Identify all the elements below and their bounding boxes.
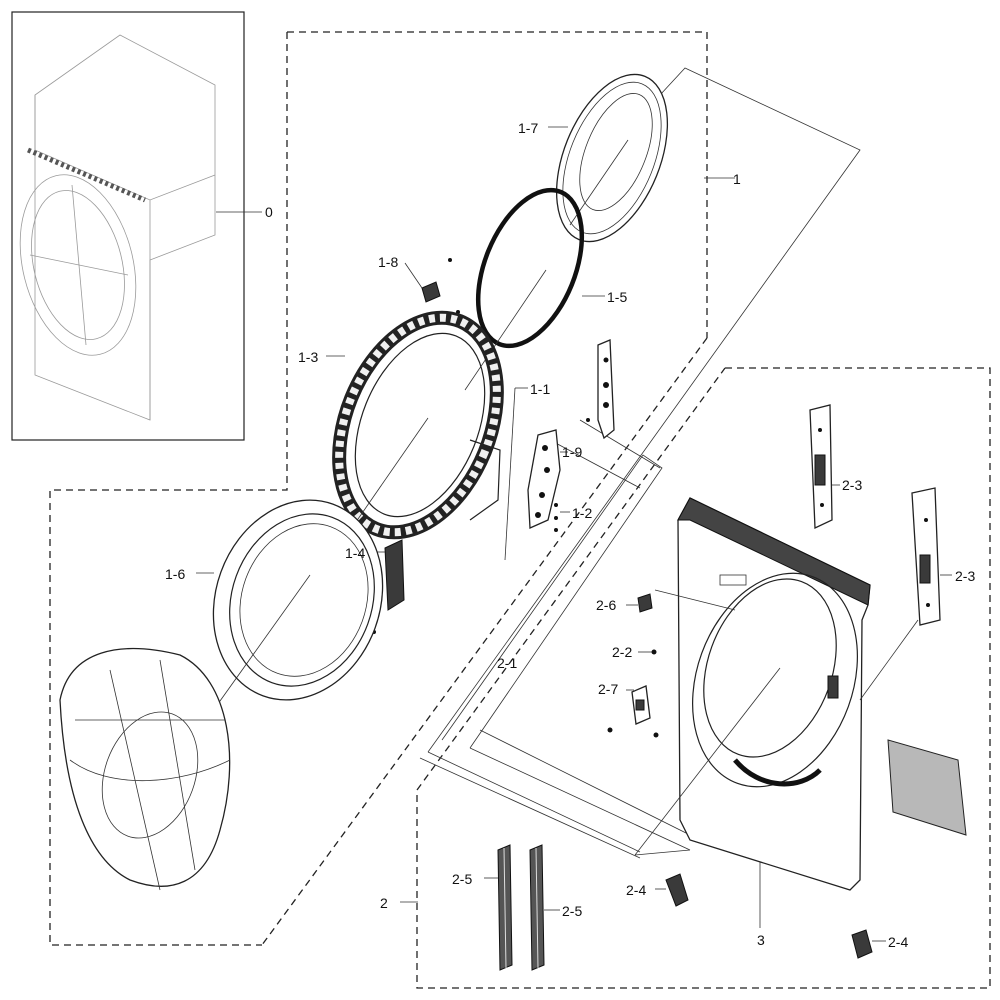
bracket-2 <box>419 729 701 859</box>
part-2-2 <box>638 649 657 655</box>
hinge-plate-upper <box>586 339 615 440</box>
bracket-1-inner <box>441 454 663 749</box>
strip-2-5-left <box>484 844 513 971</box>
inner-door-outer <box>212 499 384 701</box>
callout-2-6: 2-6 <box>596 597 616 613</box>
bracket-1-8 <box>421 281 441 303</box>
strip-2-5-right <box>529 844 560 971</box>
washer-door-outer <box>19 174 137 356</box>
part-2-6 <box>626 593 653 613</box>
inner-door-1-6 <box>196 499 384 723</box>
callout-2-4-left: 2-4 <box>626 882 646 898</box>
hinge-1-9 <box>527 429 570 532</box>
callout-2-2: 2-2 <box>612 644 632 660</box>
part-2-7 <box>607 685 659 738</box>
control-panel-strip <box>27 147 146 203</box>
callout-2-3-lower: 2-3 <box>955 568 975 584</box>
washer-outline <box>34 34 216 421</box>
callout-1-5: 1-5 <box>607 289 627 305</box>
callout-2-3-upper: 2-3 <box>842 477 862 493</box>
callout-1-4: 1-4 <box>345 545 365 561</box>
bracket-2-3-lower <box>859 487 952 701</box>
label-plate <box>887 739 967 836</box>
bracket-1 <box>427 67 861 753</box>
callout-1-3: 1-3 <box>298 349 318 365</box>
machine-overview <box>11 11 262 441</box>
door-frame-1-3 <box>326 310 528 561</box>
latch-1-4 <box>372 539 405 634</box>
glass-bowl-outline <box>59 648 231 887</box>
part-1-8 <box>404 258 460 314</box>
group-boundary-door <box>49 31 708 946</box>
group-boundary-front-panel <box>416 367 991 989</box>
clip-2-4-right <box>851 929 886 959</box>
front-panel-top-strip <box>677 497 871 606</box>
callout-1-8: 1-8 <box>378 254 398 270</box>
callout-labels: 0 1 1-1 1-2 1-3 1-4 1-5 1-6 1-7 1-8 1-9 … <box>165 120 975 950</box>
seal-ring <box>475 187 585 349</box>
callout-0: 0 <box>265 204 273 220</box>
callout-2-1: 2-1 <box>497 655 517 671</box>
callout-3: 3 <box>757 932 765 948</box>
callout-2-5-right: 2-5 <box>562 903 582 919</box>
callout-1-2: 1-2 <box>572 505 592 521</box>
callout-1: 1 <box>733 171 741 187</box>
door-glass-bowl <box>59 648 231 891</box>
washer-door-inner <box>31 190 125 340</box>
overview-frame <box>11 11 245 441</box>
callout-2: 2 <box>380 895 388 911</box>
porthole-ring <box>692 572 858 788</box>
callout-2-4-right: 2-4 <box>888 934 908 950</box>
callout-1-6: 1-6 <box>165 566 185 582</box>
callout-1-7: 1-7 <box>518 120 538 136</box>
callout-2-7: 2-7 <box>598 681 618 697</box>
callout-1-9: 1-9 <box>562 444 582 460</box>
callout-2-5-left: 2-5 <box>452 871 472 887</box>
door-seal-1-5 <box>464 187 605 391</box>
clip-2-4-left <box>655 873 689 907</box>
washer-top-edge <box>34 95 216 201</box>
callout-1-1: 1-1 <box>530 381 550 397</box>
front-panel-3 <box>634 497 871 891</box>
glass-ring-outer <box>555 73 669 243</box>
bracket-2-3-upper <box>809 404 840 530</box>
